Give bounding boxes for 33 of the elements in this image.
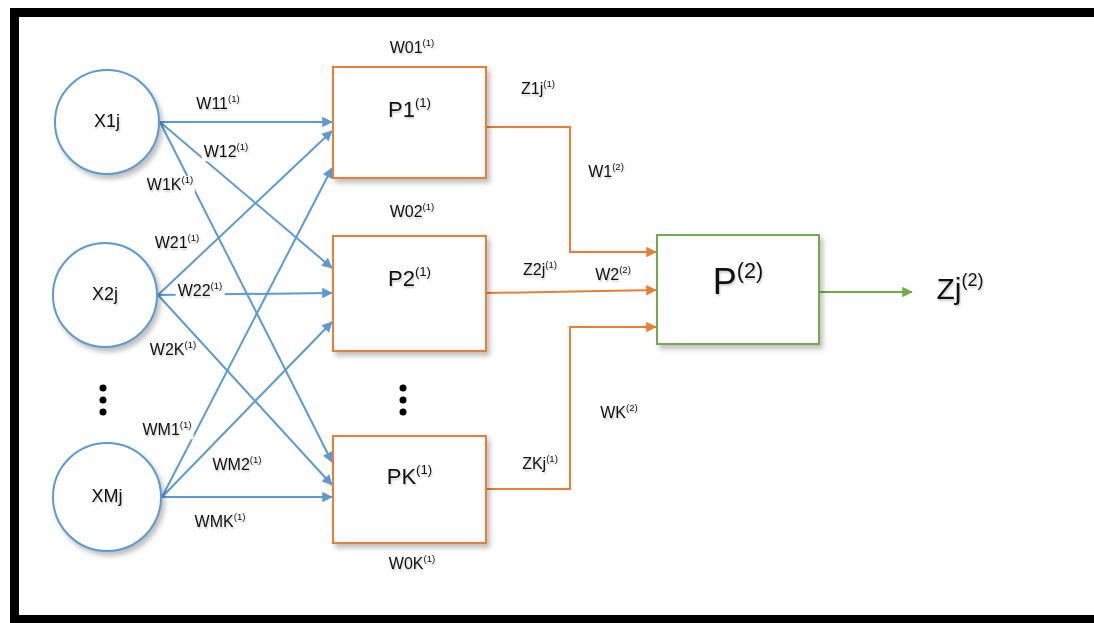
node-label: Zj$^{(2)}$ [936,272,984,305]
bias-label: W01$^{(1)}$ [388,39,436,57]
neuron-box [332,435,487,544]
node-label: PK$^{(1)}$ [386,465,433,490]
neuron-box [332,66,487,179]
arrow [159,121,333,269]
output-signal-label: ZKj$^{(1)}$ [521,455,559,473]
arrow [161,321,333,498]
node-label: XMj [91,487,123,507]
output-signal-label: Z1j$^{(1)}$ [520,80,556,98]
output-signal-label: Z2j$^{(1)}$ [522,261,558,279]
node-label: P1$^{(1)}$ [387,98,431,123]
edge-label: W1K$^{(1)}$ [144,176,196,194]
bias-label: W02$^{(1)}$ [388,203,436,221]
edge-label: W12$^{(1)}$ [201,143,251,161]
neuron-box [332,235,487,352]
node-label: X1j [94,112,120,132]
node-label: P$^{(2)}$ [712,262,764,302]
arrow [819,286,913,298]
node-label: P2$^{(1)}$ [387,267,431,292]
node-label: X2j [92,285,118,305]
arrow [161,491,333,503]
arrow [161,167,333,498]
arrow [159,116,333,128]
bias-label: W0K$^{(1)}$ [387,555,437,573]
arrow [486,126,657,258]
edge-label: WM1$^{(1)}$ [140,421,194,439]
arrow [157,130,333,296]
arrow [486,321,657,490]
neuron-box [656,234,820,345]
arrow [157,294,333,486]
arrow [159,121,333,463]
arrow [486,284,657,296]
